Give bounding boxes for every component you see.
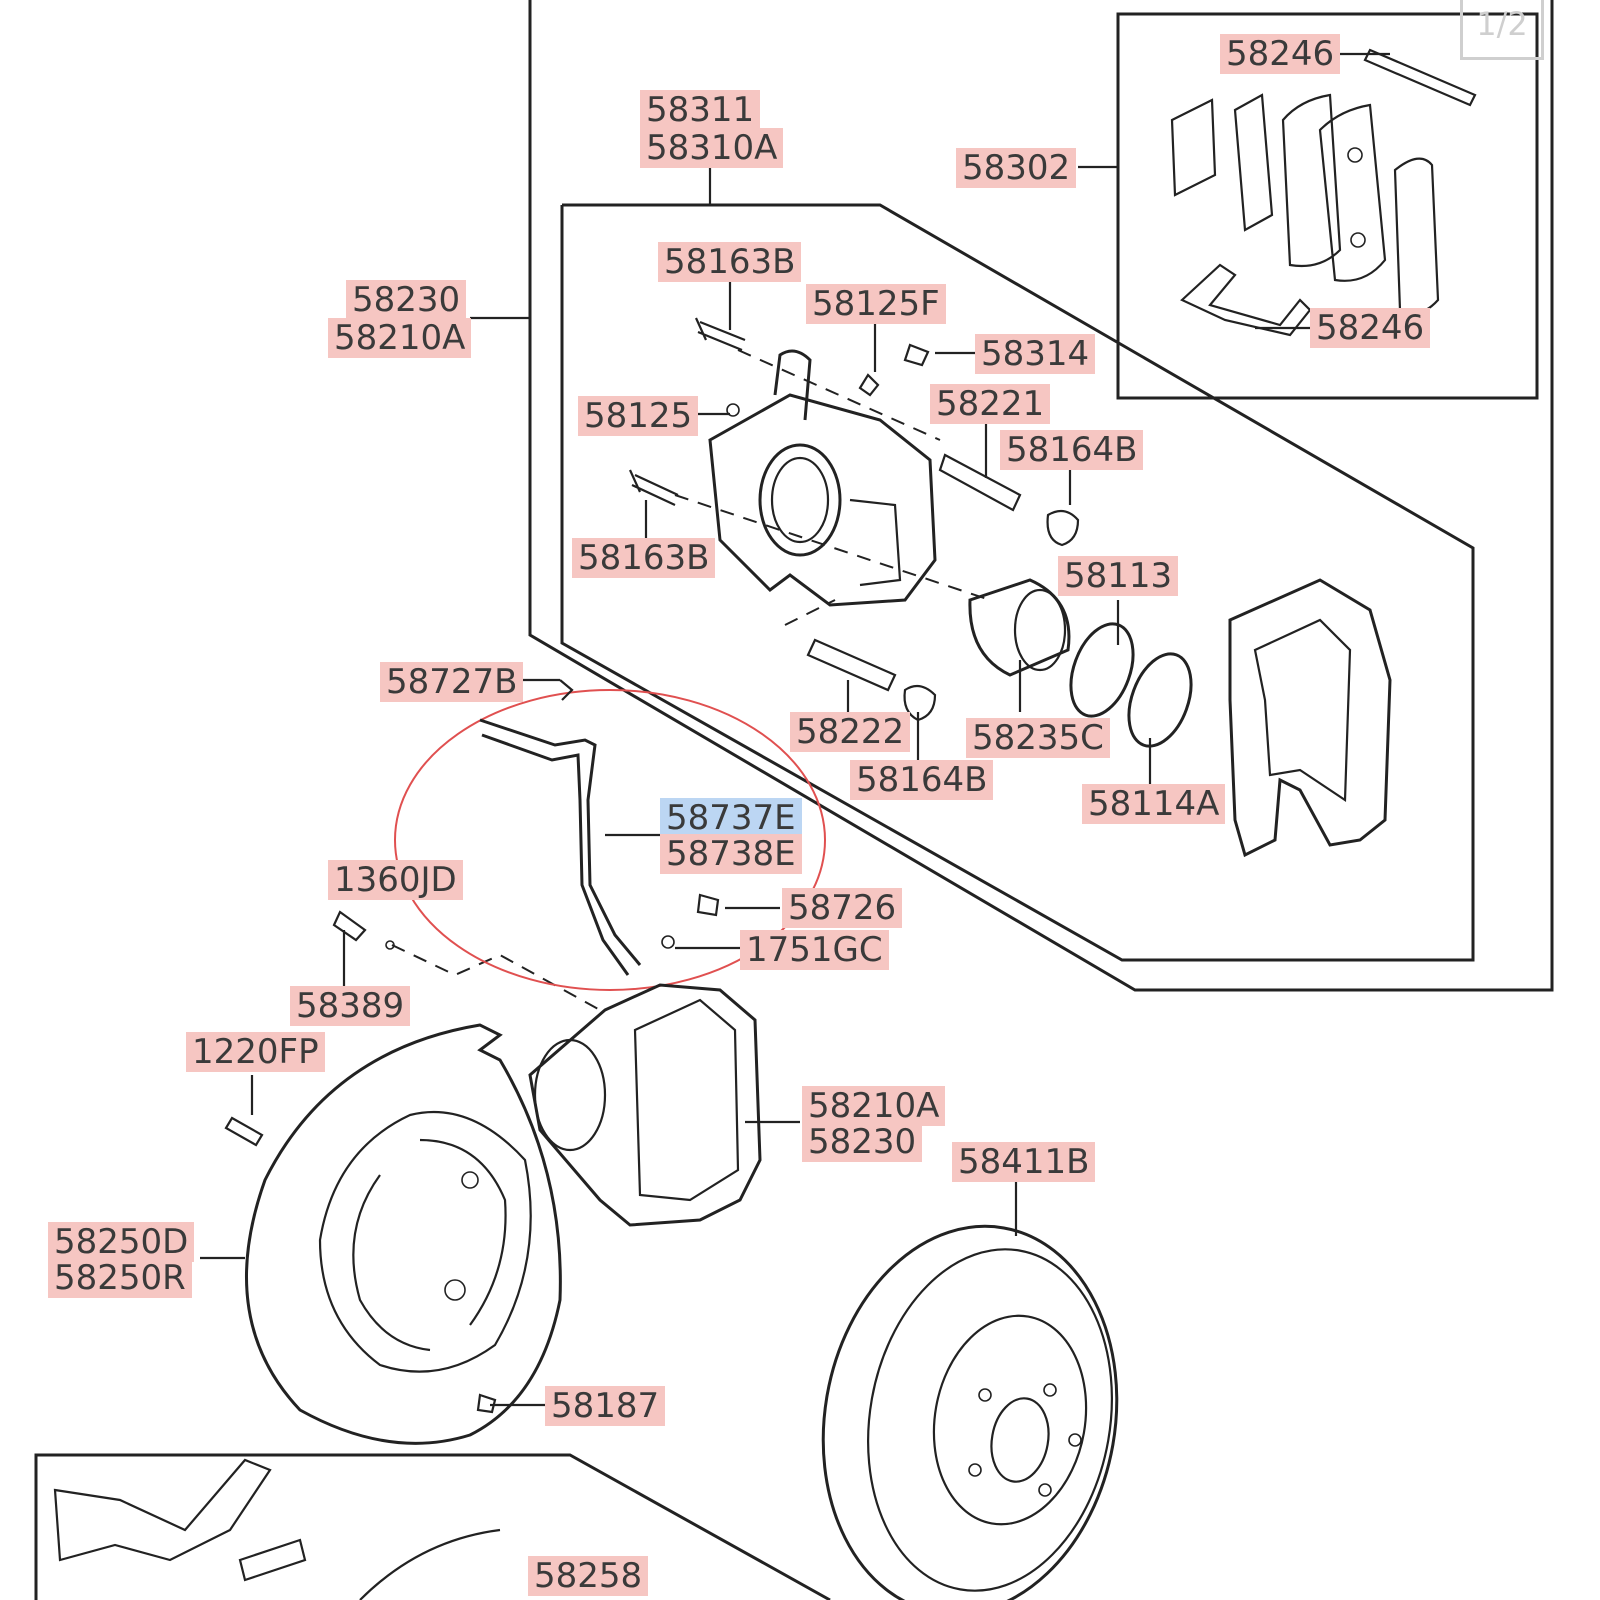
part-label-58389[interactable]: 58389 bbox=[290, 986, 411, 1026]
part-label-58164B-lower[interactable]: 58164B bbox=[850, 760, 994, 800]
backing-plate-and-shoes bbox=[245, 1023, 562, 1445]
outer-caliper-group-frame bbox=[528, 0, 1554, 992]
brake-rotor bbox=[821, 1224, 1119, 1600]
part-label-58187[interactable]: 58187 bbox=[545, 1386, 666, 1426]
rear-caliper bbox=[528, 983, 762, 1227]
part-label-58726[interactable]: 58726 bbox=[782, 888, 903, 928]
part-label-58125[interactable]: 58125 bbox=[578, 396, 699, 436]
part-label-1751GC[interactable]: 1751GC bbox=[740, 930, 889, 970]
part-label-58302[interactable]: 58302 bbox=[956, 148, 1077, 188]
part-label-58163B-lower[interactable]: 58163B bbox=[572, 538, 716, 578]
page-indicator: 1/2 bbox=[1460, 0, 1544, 60]
part-label-58210A-top[interactable]: 58210A bbox=[328, 318, 472, 358]
part-label-1360JD[interactable]: 1360JD bbox=[328, 860, 463, 900]
part-label-58314[interactable]: 58314 bbox=[975, 334, 1096, 374]
brake-pad-set bbox=[1170, 48, 1477, 337]
part-label-58311[interactable]: 58311 bbox=[640, 90, 761, 130]
part-label-58250D[interactable]: 58250D bbox=[48, 1222, 195, 1262]
part-label-58246-top[interactable]: 58246 bbox=[1220, 34, 1341, 74]
part-label-58164B-top[interactable]: 58164B bbox=[1000, 430, 1144, 470]
part-label-58230-top[interactable]: 58230 bbox=[346, 280, 467, 320]
part-label-58163B-top[interactable]: 58163B bbox=[658, 242, 802, 282]
part-label-58210A-mid[interactable]: 58210A bbox=[802, 1086, 946, 1126]
part-label-58310A[interactable]: 58310A bbox=[640, 128, 784, 168]
part-label-58250R[interactable]: 58250R bbox=[48, 1258, 192, 1298]
part-label-58727B[interactable]: 58727B bbox=[380, 662, 524, 702]
part-label-1220FP[interactable]: 1220FP bbox=[186, 1032, 325, 1072]
part-label-58230-mid[interactable]: 58230 bbox=[802, 1122, 923, 1162]
front-caliper bbox=[628, 317, 1392, 858]
brake-hose bbox=[224, 679, 826, 1147]
part-label-58114A[interactable]: 58114A bbox=[1082, 784, 1226, 824]
part-label-58738E[interactable]: 58738E bbox=[660, 834, 802, 874]
inner-caliper-group-frame bbox=[560, 203, 1475, 962]
part-label-58235C[interactable]: 58235C bbox=[966, 718, 1110, 758]
part-label-58222[interactable]: 58222 bbox=[790, 712, 911, 752]
part-label-58258[interactable]: 58258 bbox=[528, 1556, 649, 1596]
part-label-58221[interactable]: 58221 bbox=[930, 384, 1051, 424]
part-label-58113[interactable]: 58113 bbox=[1058, 556, 1179, 596]
part-label-58411B[interactable]: 58411B bbox=[952, 1142, 1096, 1182]
part-label-58737E[interactable]: 58737E bbox=[660, 798, 802, 838]
part-label-58246-bottom[interactable]: 58246 bbox=[1310, 308, 1431, 348]
parking-brake-group-frame bbox=[34, 1453, 831, 1600]
assembly-axes bbox=[391, 349, 991, 1011]
part-label-58125F[interactable]: 58125F bbox=[806, 284, 946, 324]
pad-kit-frame bbox=[1116, 12, 1539, 400]
parking-brake-parts bbox=[53, 1458, 501, 1600]
